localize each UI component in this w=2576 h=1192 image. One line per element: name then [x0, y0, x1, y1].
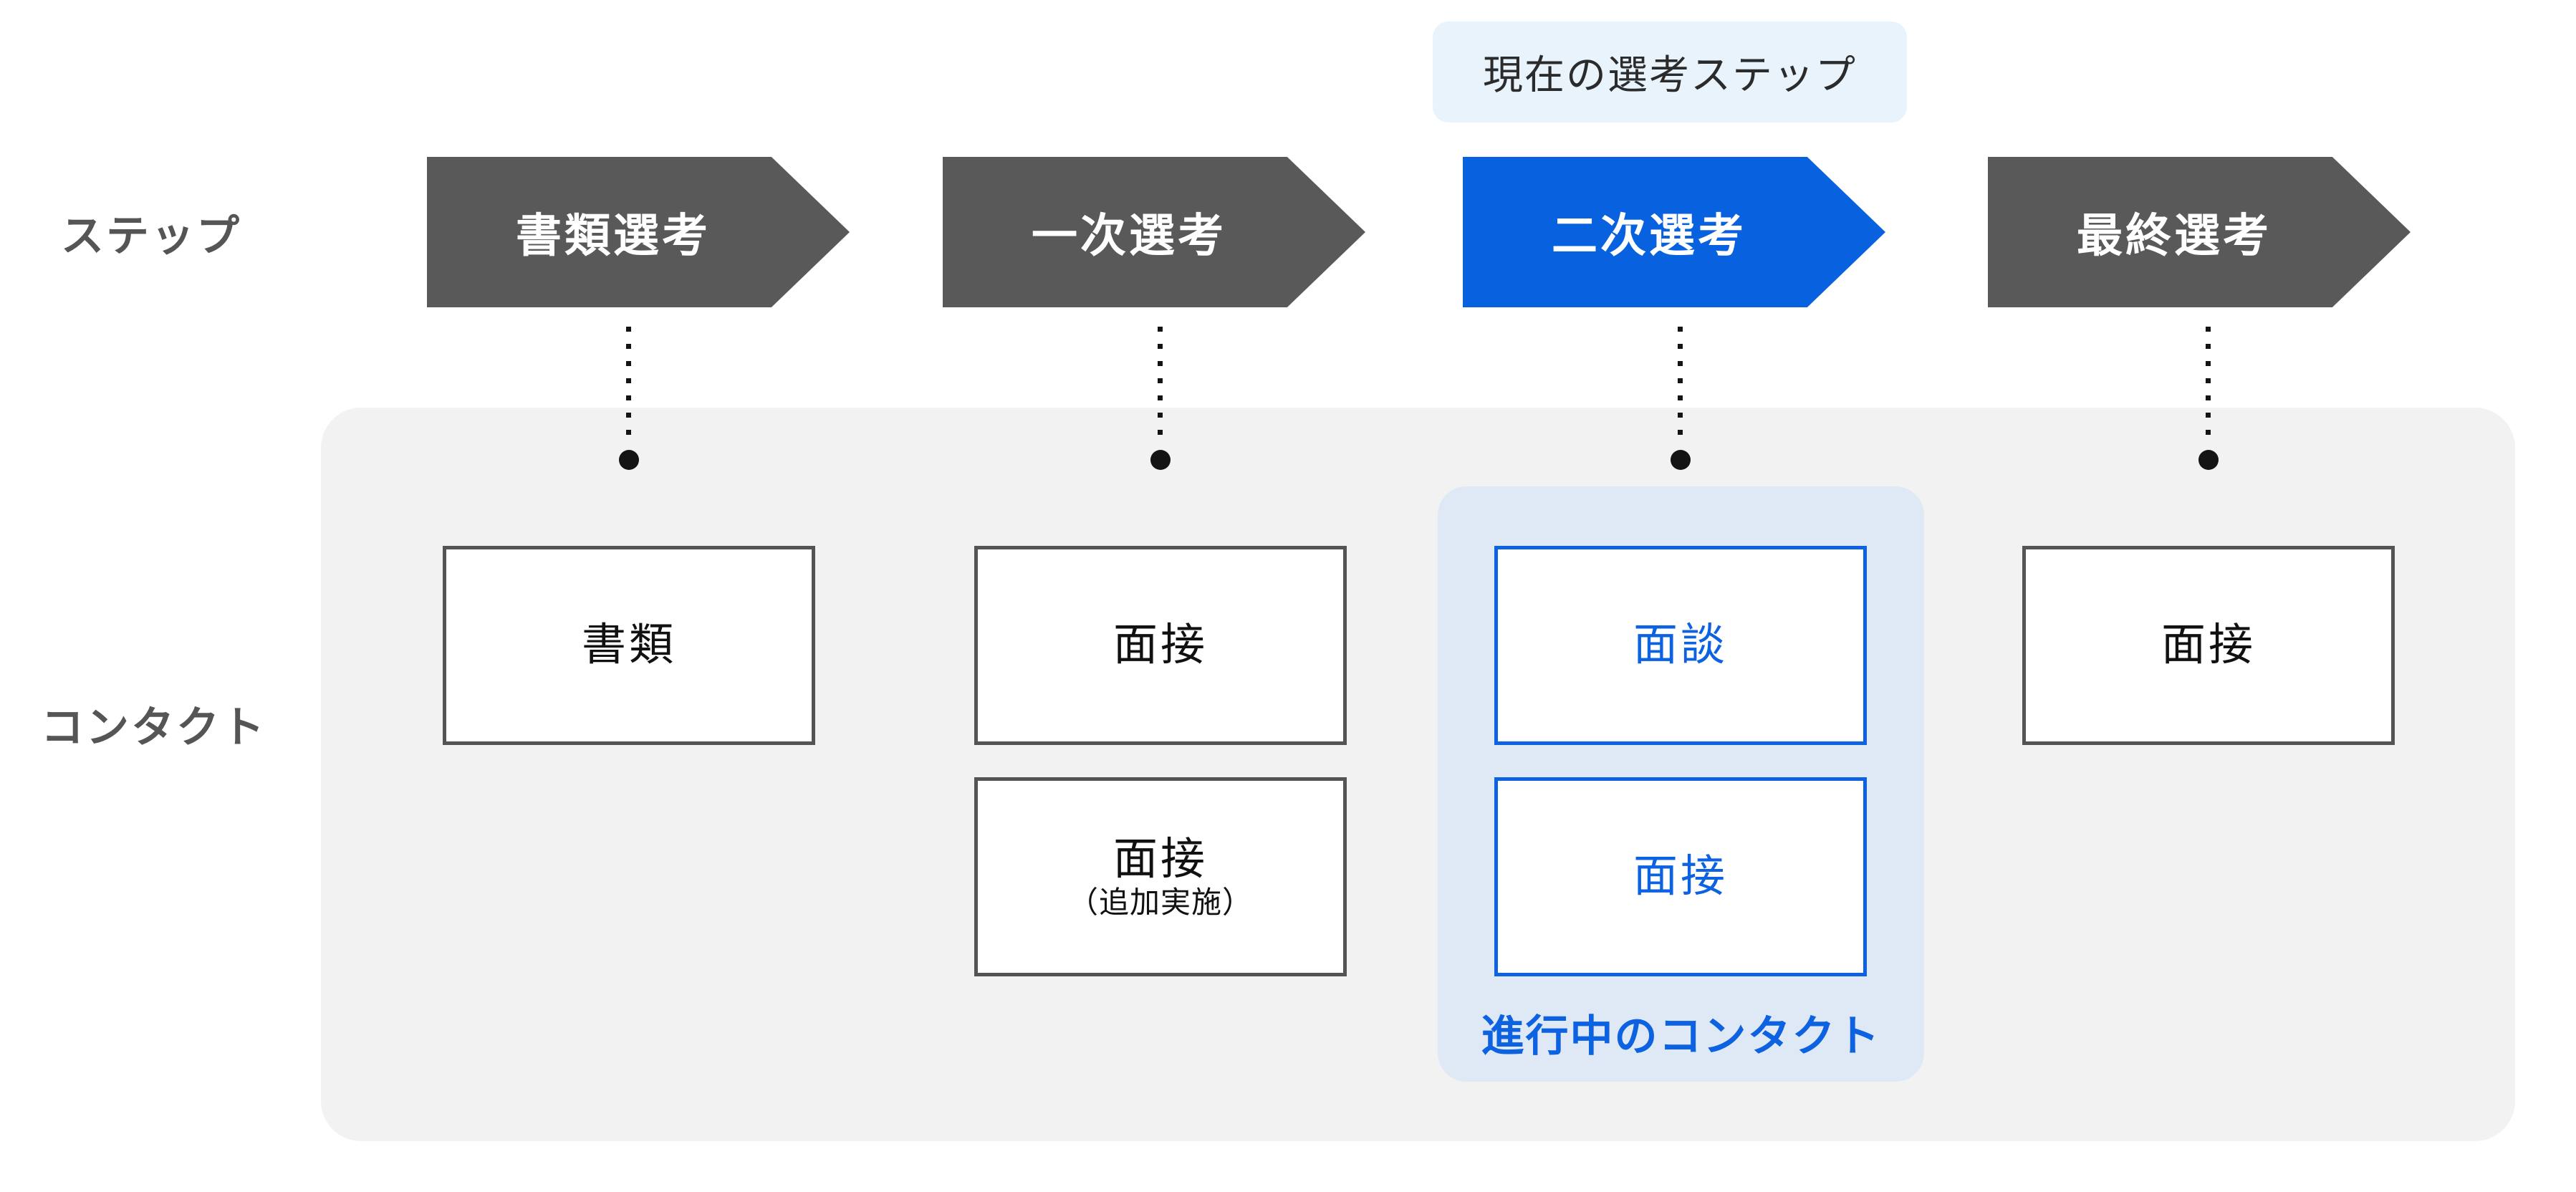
current-step-badge: 現在の選考ステップ [1433, 21, 1907, 122]
contact-box-documents: 書類 [443, 546, 815, 745]
current-step-badge-label: 現在の選考ステップ [1483, 52, 1857, 97]
in-progress-contacts-label: 進行中のコンタクト [1481, 1012, 1881, 1060]
contacts-row-label: コンタクト [41, 703, 266, 751]
contacts-container [321, 408, 2515, 1141]
contact-box-interview-additional-sublabel: （追加実施） [1067, 885, 1253, 919]
step-arrow-second-selection-current: 二次選考 [1463, 157, 1885, 307]
step-arrow-final-selection: 最終選考 [1988, 157, 2411, 307]
connector-dotted-line-step4 [2206, 327, 2211, 440]
contact-box-interview-final: 面接 [2022, 546, 2395, 745]
contact-box-interview-additional-label: 面接 [1112, 835, 1208, 885]
contact-box-interview-current-label: 面接 [1633, 852, 1728, 902]
connector-dot-step3 [1671, 450, 1691, 470]
connector-dot-step1 [619, 450, 639, 470]
contact-box-meeting-current-label: 面談 [1633, 620, 1728, 670]
step-arrow-document-screening: 書類選考 [427, 157, 850, 307]
contact-box-interview-current: 面接 [1494, 777, 1867, 976]
contact-box-interview-step2: 面接 [974, 546, 1347, 745]
contact-box-interview-final-label: 面接 [2161, 620, 2256, 670]
connector-dotted-line-step2 [1158, 327, 1163, 440]
contact-box-documents-label: 書類 [581, 620, 676, 670]
connector-dot-step2 [1150, 450, 1171, 470]
step-arrow-first-selection: 一次選考 [943, 157, 1365, 307]
steps-row-label: ステップ [61, 211, 241, 260]
connector-dot-step4 [2198, 450, 2219, 470]
contact-box-interview-additional: 面接 （追加実施） [974, 777, 1347, 976]
contact-box-meeting-current: 面談 [1494, 546, 1867, 745]
connector-dotted-line-step3 [1678, 327, 1683, 440]
contact-box-interview-step2-label: 面接 [1112, 620, 1208, 670]
connector-dotted-line-step1 [626, 327, 631, 440]
